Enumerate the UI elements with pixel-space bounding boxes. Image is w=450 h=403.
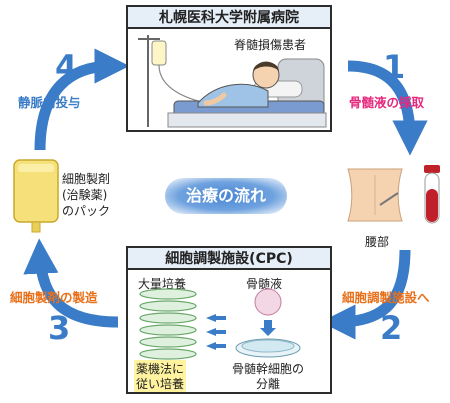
- bone-marrow-fluid-label: 骨髄液: [246, 277, 283, 291]
- separation-label-line-2: 分離: [256, 377, 281, 391]
- arrow-step-3: [23, 238, 119, 328]
- arrow-step-4: [34, 48, 130, 151]
- bag-label-line-3: のパック: [62, 204, 111, 218]
- cpc-box: 細胞調製施設(CPC) 大量培養 骨髄液 薬機法に 従い培養 骨髄幹細胞の 分離: [126, 246, 332, 394]
- bag-label-line-1: 細胞製剤: [62, 172, 111, 186]
- cell-product-bag-icon: [13, 159, 59, 233]
- step-label-1: 骨髄液の採取: [349, 95, 425, 110]
- lumbar-label: 腰部: [365, 235, 390, 249]
- patient-label: 脊髄損傷患者: [234, 38, 307, 52]
- culture-dishes-illustration: [139, 288, 301, 360]
- step-number-1: 1: [383, 48, 406, 86]
- arrow-step-2: [320, 249, 411, 340]
- step-label-2: 細胞調製施設へ: [342, 290, 430, 305]
- regulation-label-line-1: 薬機法に: [134, 360, 187, 377]
- mass-culture-label: 大量培養: [138, 277, 187, 291]
- hospital-box: 札幌医科大学附属病院 脊髄損傷患者: [126, 5, 332, 132]
- step-number-4: 4: [55, 48, 78, 86]
- step-number-2: 2: [380, 309, 403, 347]
- hospital-title: 札幌医科大学附属病院: [128, 7, 330, 29]
- step-label-4: 静脈内投与: [18, 95, 81, 110]
- arrow-step-1: [347, 60, 428, 156]
- patient-in-bed-illustration: [138, 35, 327, 128]
- blood-tube-icon: [424, 165, 440, 224]
- step-label-3: 細胞製剤の製造: [10, 290, 98, 305]
- step-number-3: 3: [48, 309, 71, 347]
- cpc-title: 細胞調製施設(CPC): [128, 248, 330, 270]
- bag-label-line-2: (治験薬): [62, 188, 108, 202]
- separation-label-line-1: 骨髄幹細胞の: [232, 362, 305, 376]
- lumbar-area-illustration: [347, 168, 403, 222]
- treatment-flow-label: 治療の流れ: [165, 178, 287, 214]
- regulation-label-line-2: 従い培養: [134, 375, 187, 392]
